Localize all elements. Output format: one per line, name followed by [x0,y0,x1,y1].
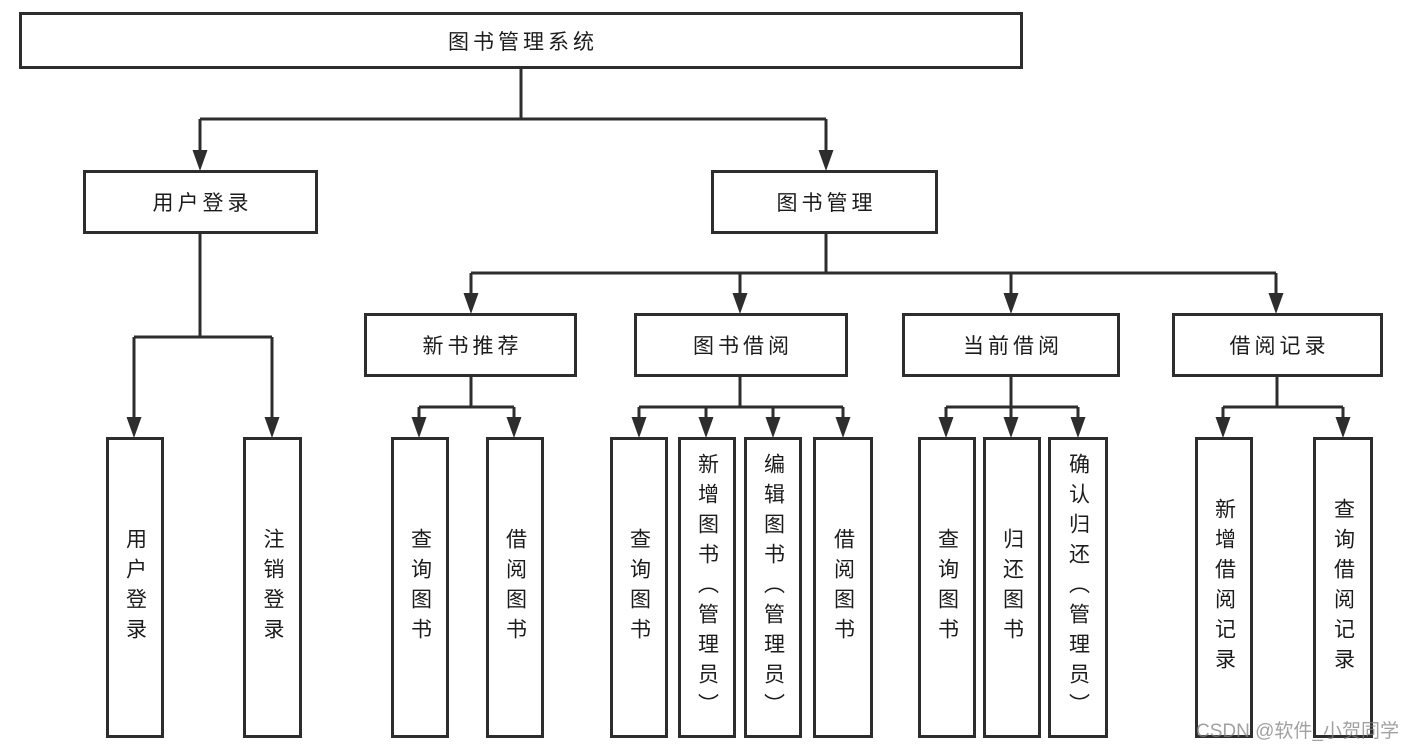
node-book-management: 图书管理 [711,170,938,234]
leaf-return-books: 归还图书 [983,437,1041,738]
csdn-watermark: CSDN @软件_小贺同学 [1196,721,1399,742]
leaf-query-books-borrow: 查询图书 [610,437,668,738]
connector-currentborrow-to-leaves [938,377,1086,438]
leaf-label: 新增图书（管理员） [695,452,719,723]
leaf-label: 用户登录 [123,527,147,648]
connector-root-to-level1 [192,68,834,171]
leaf-label: 借阅图书 [831,527,855,648]
node-user-login: 用户登录 [83,170,318,234]
connector-newbookrec-to-leaves [411,377,522,438]
leaf-logout-login: 注销登录 [243,437,302,738]
leaf-label: 查询图书 [627,527,651,648]
node-borrow-records: 借阅记录 [1172,313,1383,377]
connector-userlogin-to-leaves [126,234,280,438]
leaf-query-books-current: 查询图书 [918,437,976,738]
leaf-query-borrow-record: 查询借阅记录 [1313,437,1373,738]
leaf-label: 确认归还（管理员） [1066,452,1090,723]
node-label: 图书管理 [776,192,877,215]
leaf-borrow-books: 借阅图书 [813,437,873,738]
leaf-user-login: 用户登录 [106,437,164,738]
node-label: 图书借阅 [693,335,793,358]
leaf-label: 归还图书 [1000,527,1024,648]
node-label: 当前借阅 [963,335,1063,358]
node-library-system-root: 图书管理系统 [19,12,1023,69]
leaf-label: 新增借阅记录 [1212,497,1236,678]
leaf-label: 查询图书 [935,527,959,648]
node-label: 新书推荐 [422,335,523,358]
leaf-edit-books-admin: 编辑图书（管理员） [744,437,802,738]
leaf-borrow-books-recommend: 借阅图书 [486,437,544,738]
node-label: 用户登录 [152,192,253,215]
node-book-borrow: 图书借阅 [634,313,848,377]
node-label: 图书管理系统 [448,30,598,54]
node-new-book-recommend: 新书推荐 [364,313,577,377]
connector-bookmgmt-to-level2 [463,234,1284,314]
leaf-label: 查询借阅记录 [1331,497,1355,678]
node-current-borrow: 当前借阅 [902,313,1120,377]
leaf-confirm-return-admin: 确认归还（管理员） [1048,437,1108,738]
leaf-add-books-admin: 新增图书（管理员） [678,437,736,738]
leaf-add-borrow-record: 新增借阅记录 [1195,437,1253,738]
connector-bookborrow-to-leaves [631,377,851,438]
connector-borrowrecords-to-leaves [1215,377,1351,438]
leaf-query-books-recommend: 查询图书 [391,437,449,738]
leaf-label: 查询图书 [408,527,432,648]
leaf-label: 注销登录 [261,527,284,648]
leaf-label: 编辑图书（管理员） [761,452,785,723]
leaf-label: 借阅图书 [503,527,527,648]
node-label: 借阅记录 [1229,335,1330,358]
